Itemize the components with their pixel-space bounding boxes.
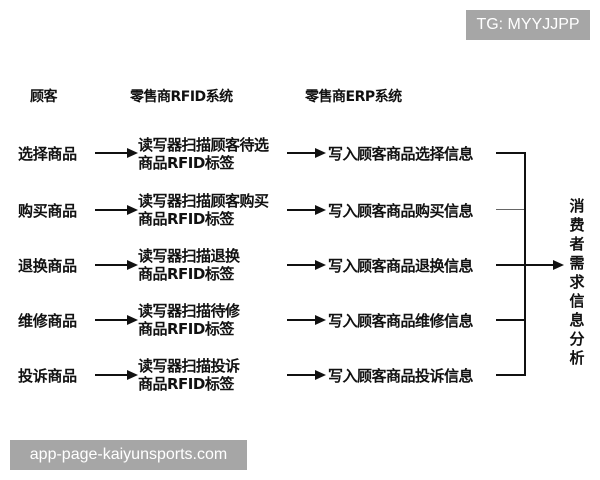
arrow-line [95,152,129,154]
connector-line [496,374,526,376]
erp-step-return: 写入顾客商品退换信息 [328,257,474,275]
header-erp-system: 零售商ERP系统 [305,89,402,105]
rfid-step-return: 读写器扫描退换 商品RFID标签 [138,247,240,283]
bracket-vertical-line [524,152,526,376]
header-rfid-system: 零售商RFID系统 [130,89,233,105]
arrow-right-icon [553,260,564,270]
customer-action-select: 选择商品 [18,145,77,163]
erp-step-complaint: 写入顾客商品投诉信息 [328,367,474,385]
watermark-top-text: TG: MYYJJPP [476,16,580,33]
header-customer: 顾客 [30,89,58,105]
arrow-right-icon [127,370,138,380]
customer-action-repair: 维修商品 [18,312,77,330]
rfid-step-line2: 商品RFID标签 [138,265,234,283]
result-char: 息 [569,311,585,329]
connector-line [496,319,526,321]
arrow-right-icon [315,370,326,380]
result-char: 者 [569,235,585,253]
result-char: 费 [569,216,585,234]
arrow-right-icon [315,260,326,270]
watermark-bottom-text: app-page-kaiyunsports.com [29,446,228,463]
rfid-step-line2: 商品RFID标签 [138,210,234,228]
connector-line [496,152,526,154]
result-char: 析 [569,349,585,367]
rfid-step-repair: 读写器扫描待修 商品RFID标签 [138,302,240,338]
customer-action-complaint: 投诉商品 [18,367,77,385]
arrow-right-icon [127,148,138,158]
rfid-step-line1: 读写器扫描投诉 [138,357,240,375]
arrow-line [287,152,317,154]
connector-line [496,264,556,266]
arrow-line [95,264,129,266]
arrow-line [95,374,129,376]
result-char: 求 [569,273,585,291]
customer-action-return: 退换商品 [18,257,77,275]
arrow-line [287,319,317,321]
watermark-top-right: TG: MYYJJPP [466,10,590,40]
result-consumer-demand-analysis: 消 费 者 需 求 信 息 分 析 [567,197,587,368]
arrow-line [95,209,129,211]
watermark-bottom-left: app-page-kaiyunsports.com [10,440,247,470]
result-char: 需 [569,254,585,272]
arrow-line [287,264,317,266]
erp-step-repair: 写入顾客商品维修信息 [328,312,474,330]
result-char: 分 [569,330,585,348]
rfid-step-line2: 商品RFID标签 [138,375,234,393]
erp-step-purchase: 写入顾客商品购买信息 [328,202,474,220]
rfid-step-line1: 读写器扫描待修 [138,302,240,320]
customer-action-purchase: 购买商品 [18,202,77,220]
rfid-step-line2: 商品RFID标签 [138,154,234,172]
arrow-right-icon [127,260,138,270]
rfid-step-line1: 读写器扫描顾客购买 [138,192,269,210]
arrow-line [287,374,317,376]
arrow-right-icon [315,205,326,215]
rfid-step-line1: 读写器扫描退换 [138,247,240,265]
arrow-right-icon [127,205,138,215]
result-char: 消 [569,197,585,215]
rfid-step-select: 读写器扫描顾客待选 商品RFID标签 [138,136,269,172]
arrow-right-icon [315,315,326,325]
connector-line [496,209,526,210]
erp-step-select: 写入顾客商品选择信息 [328,145,474,163]
rfid-step-line1: 读写器扫描顾客待选 [138,136,269,154]
arrow-right-icon [315,148,326,158]
arrow-line [95,319,129,321]
result-char: 信 [569,292,585,310]
rfid-step-line2: 商品RFID标签 [138,320,234,338]
arrow-right-icon [127,315,138,325]
arrow-line [287,209,317,211]
rfid-step-complaint: 读写器扫描投诉 商品RFID标签 [138,357,240,393]
rfid-step-purchase: 读写器扫描顾客购买 商品RFID标签 [138,192,269,228]
